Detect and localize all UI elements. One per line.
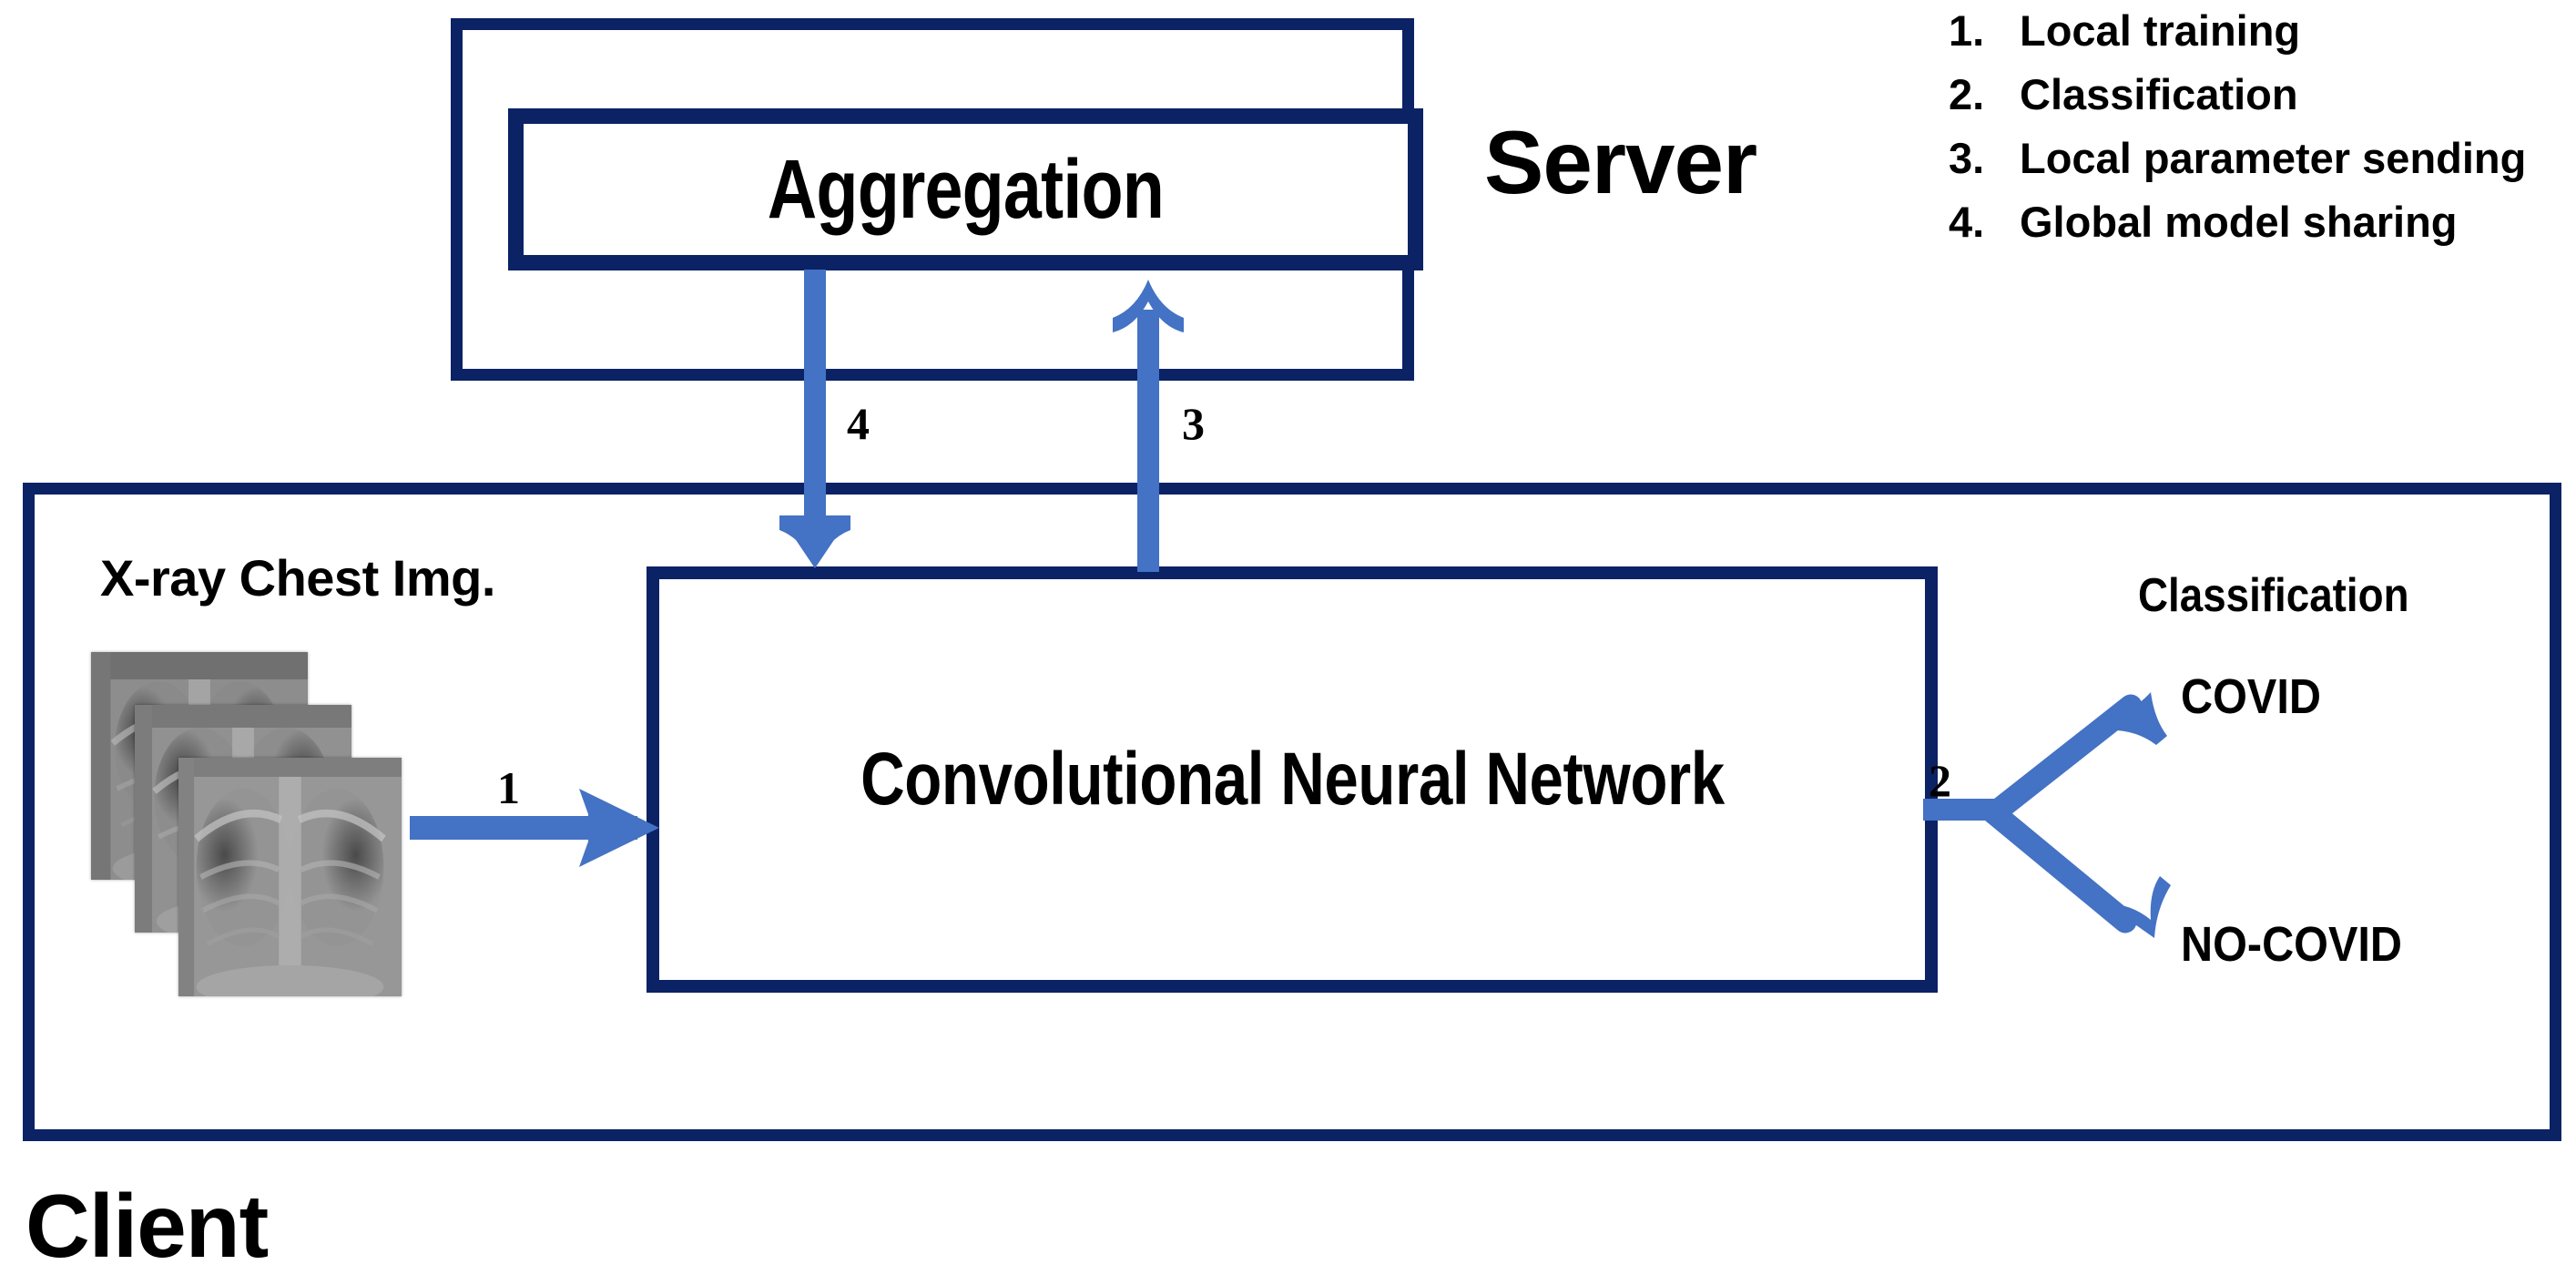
legend-item-label: Classification xyxy=(2020,70,2298,118)
legend-item-number: 1. xyxy=(1949,6,1985,55)
class-label-covid: COVID xyxy=(2181,669,2321,724)
aggregation-label: Aggregation xyxy=(767,142,1165,236)
server-title: Server xyxy=(1484,112,1757,212)
legend-item: 3. Local parameter sending xyxy=(1949,133,2576,197)
step-number-3: 3 xyxy=(1182,398,1205,449)
server-container-box: Aggregation xyxy=(451,18,1423,381)
aggregation-box[interactable]: Aggregation xyxy=(508,108,1423,270)
chest-xray-icon xyxy=(178,758,402,996)
legend-item-number: 3. xyxy=(1949,134,1985,182)
classification-caption: Classification xyxy=(2138,569,2409,622)
step-number-1: 1 xyxy=(497,762,520,813)
legend-item-label: Global model sharing xyxy=(2020,198,2458,246)
client-title: Client xyxy=(25,1176,269,1275)
xray-image-stack xyxy=(91,652,410,998)
cnn-box[interactable]: Convolutional Neural Network xyxy=(647,566,1938,993)
legend-item: 2. Classification xyxy=(1949,69,2576,133)
legend-item-label: Local parameter sending xyxy=(2020,134,2527,182)
legend-list: 1. Local training 2. Classification 3. L… xyxy=(1949,5,2576,260)
legend-item: 1. Local training xyxy=(1949,5,2576,69)
legend-item-number: 4. xyxy=(1949,198,1985,246)
xray-chest-image-caption: X-ray Chest Img. xyxy=(100,549,495,607)
step-number-2: 2 xyxy=(1929,755,1951,806)
class-label-no-covid: NO-COVID xyxy=(2181,917,2402,972)
cnn-label: Convolutional Neural Network xyxy=(860,738,1725,821)
legend-item: 4. Global model sharing xyxy=(1949,197,2576,260)
legend-item-number: 2. xyxy=(1949,70,1985,118)
step-number-4: 4 xyxy=(847,398,870,449)
legend-item-label: Local training xyxy=(2020,6,2301,55)
